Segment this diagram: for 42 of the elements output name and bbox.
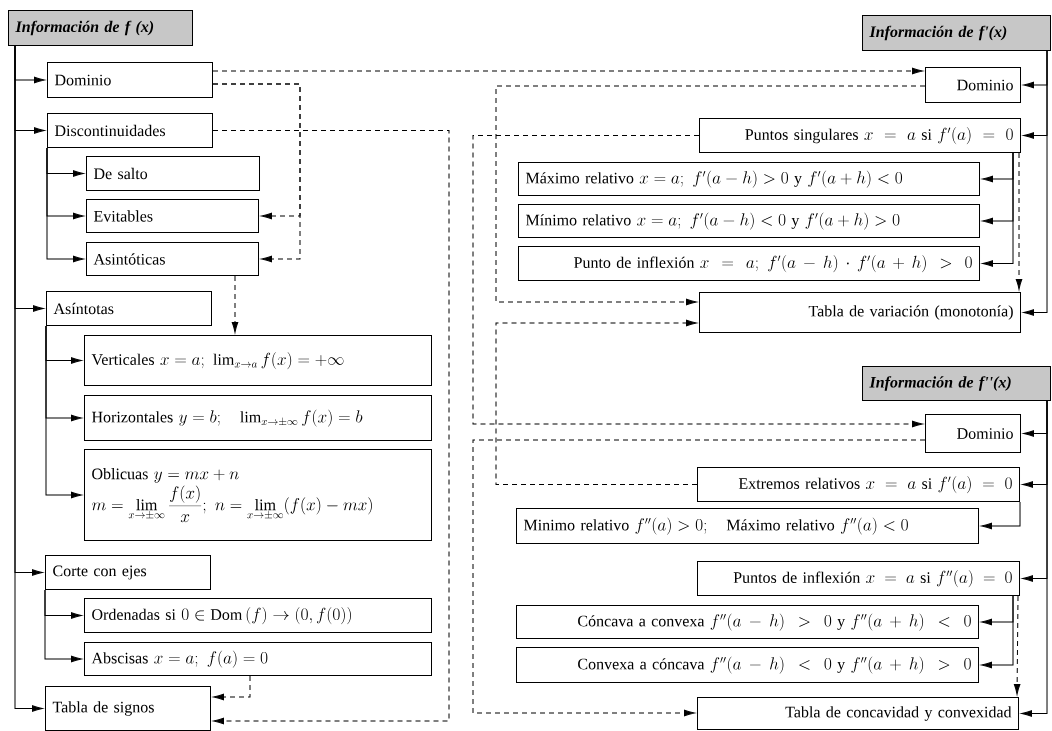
text-box: Dominio [925,67,1021,103]
text-box: $\mbox{Horizontales } y = b;\quad \lim_{x \to \pm\infty} f(x) = b$ [84,395,432,441]
text-box: $\mbox{Minimo relativo } f''(a) > 0;\quad \mbox{Máximo relativo } f''(a) < 0$ [516,508,979,544]
text-box: Asintóticas [86,242,259,276]
text-box: $\mbox{Punto de inflexión } x = a;\ f'(a-h) \cdot f'(a+h) > 0$ [518,246,980,281]
heading-box: Información de f (x) [8,10,193,46]
dashed-arrow [213,675,251,701]
text-box: Dominio [925,414,1021,453]
dashed-arrow [495,319,698,485]
heading-box: Información de f'(x) [862,15,1051,51]
dashed-arrow [472,439,926,717]
text-box: Tabla de signos [45,686,211,731]
text-box: $\mbox{Oblicuas } y = mx + n$ $m = \lim_{x \to \pm\infty} \frac{f(x)}{x};\ n = \lim_{x \to \pm\infty} (f(x) - mx)$ [84,449,432,541]
dashed-arrow [212,83,301,263]
text-box: Asíntotas [46,291,212,326]
heading-box: Información de f''(x) [862,366,1051,401]
dashed-arrow [212,130,450,725]
text-box: $\mbox{Convexa a cóncava } f''(a-h) < 0 \mbox{ y } f''(a+h) > 0$ [516,647,979,683]
dashed-arrow [1013,595,1021,695]
dashed-arrow [212,67,923,75]
text-box: Tabla de variación (monotonía) [699,292,1021,333]
text-box: Discontinuidades [47,113,213,148]
text-box: $\mbox{Mínimo relativo } x = a;\ f'(a-h) < 0 \mbox{ y } f'(a+h) > 0$ [518,204,980,238]
text-box: $\mbox{Abscisas } x = a;\ f(a) = 0$ [84,642,432,676]
text-box: Evitables [86,199,259,233]
dashed-arrow [472,135,923,428]
text-box: De salto [86,156,260,191]
dashed-arrow [1015,152,1023,290]
arrow [981,501,1021,530]
arrow [981,595,1014,669]
text-box: Tabla de concavidad y convexidad [697,697,1019,730]
text-box: Corte con ejes [45,555,211,590]
text-box: $\mbox{Ordenadas si } 0 \in \mathrm{Dom}\,(f) \to (0, f(0))$ [84,598,432,633]
text-box: $\mbox{Puntos de inflexión } x = a \mbox{ si } f''(a) = 0$ [697,561,1020,596]
dashed-arrow [231,275,239,333]
text-box: $\mbox{Extremos relativos } x = a \mbox{ si } f'(a) = 0$ [697,467,1020,502]
text-box: Dominio [47,62,213,98]
text-box: $\mbox{Verticales } x = a;\ \lim_{x \to a} f(x) = +\infty$ [84,335,432,386]
text-box: $\mbox{Cóncava a convexa } f''(a-h) > 0 \mbox{ y } f''(a+h) < 0$ [516,605,979,639]
text-box: $\mbox{Puntos singulares } x = a \mbox{ si } f'(a) = 0$ [699,118,1021,153]
dashed-arrow [495,85,926,306]
text-box: $\mbox{Máximo relativo } x = a;\ f'(a-h) > 0 \mbox{ y } f'(a+h) < 0$ [518,162,980,196]
